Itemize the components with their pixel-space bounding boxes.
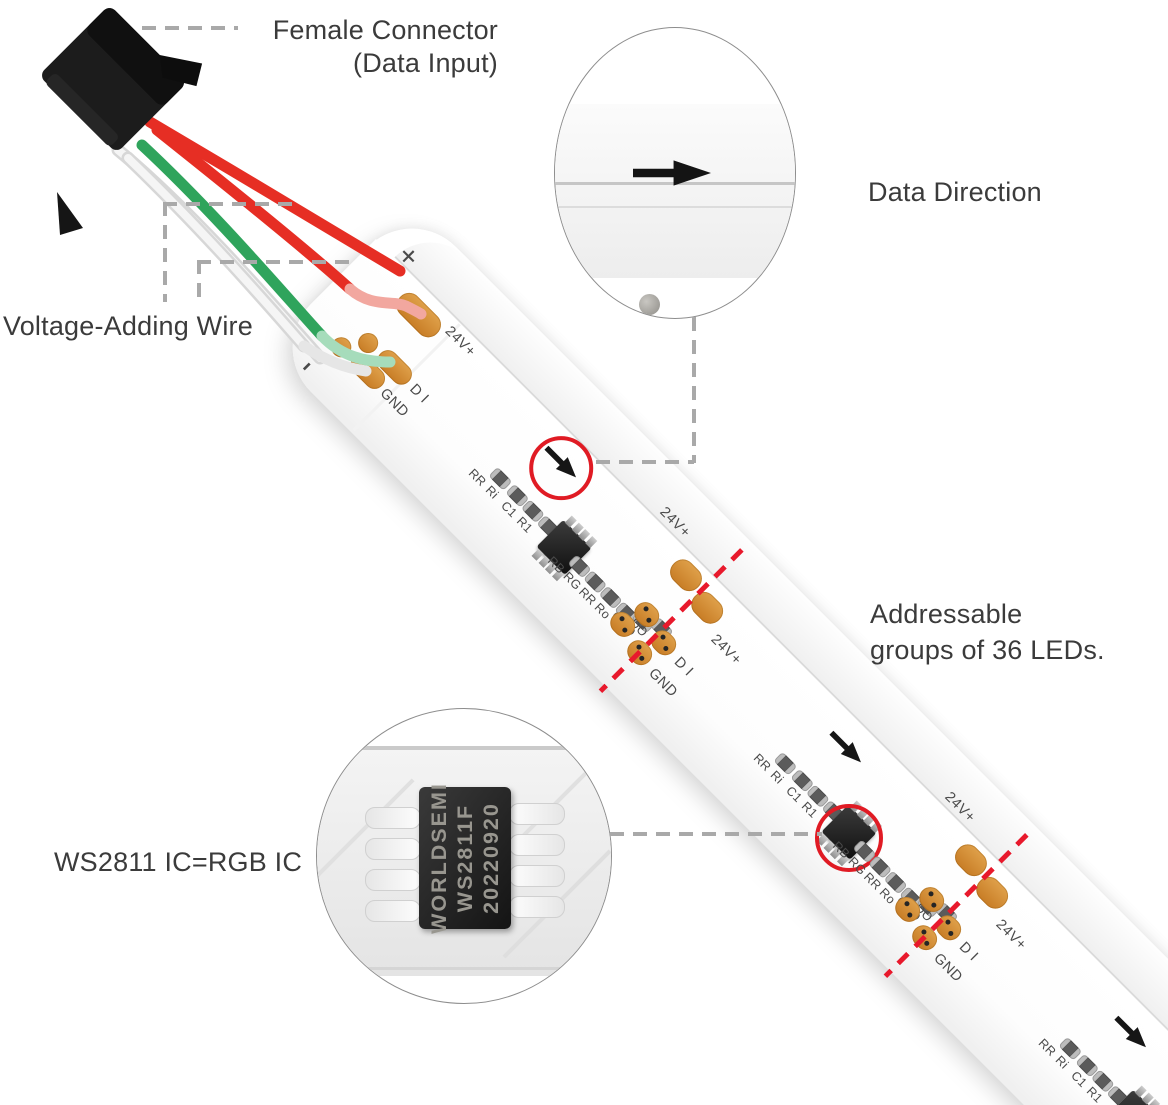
chip-marking: WORLDSEMI WS2811F 20220920 [426,782,504,934]
magnified-strip-seam [317,746,611,750]
chip-pin [509,834,565,856]
female-connector-line2: (Data Input) [353,48,498,78]
data-direction-label: Data Direction [868,177,1042,207]
chip-pin [365,838,421,860]
addressable-line1: Addressable [870,599,1023,629]
chip-marking-line: WS2811F [453,803,477,913]
dashed-line-data-direction-vertical [692,317,696,463]
ws2811-chip-body [419,787,511,929]
magnifier-ws2811-chip: WORLDSEMI WS2811F 20220920 [316,708,612,1004]
chip-pin [365,900,421,922]
magnified-strip-band [555,104,795,278]
connector-hook [57,192,83,235]
female-connector [42,8,203,150]
chip-marking-line: WORLDSEMI [427,782,451,934]
magnified-strip-line [317,967,611,970]
red-voltage-wire [144,116,406,277]
addressable-line2: groups of 36 LEDs. [870,635,1105,665]
dashed-bracket-outer-v [163,202,167,302]
magnifier-data-direction [554,27,796,319]
chip-pin [365,869,421,891]
female-connector-line1: Female Connector [272,15,498,45]
red-power-wire [151,124,356,295]
ground-wire-under-silicone [298,340,372,377]
addressable-label: Addressable groups of 36 LEDs. [870,596,1105,668]
dashed-line-chip [610,832,822,836]
dashed-bracket-inner-h [197,260,357,264]
dashed-line-data-direction-horizontal [596,460,694,464]
chip-pin [509,865,565,887]
red-wire-under-silicone [344,283,427,320]
green-data-wire [136,139,328,342]
dashed-bracket-outer-h [163,202,299,206]
dashed-bracket-inner-v [197,260,201,304]
solder-dot [639,294,660,315]
chip-pin [365,807,421,829]
ground-wire [124,154,308,350]
magnified-strip-line [555,206,795,208]
chip-pin [509,803,565,825]
chip-marking-line: 20220920 [479,802,503,914]
female-connector-label: Female Connector (Data Input) [240,14,498,80]
voltage-adding-wire-label: Voltage-Adding Wire [3,311,253,341]
ws2811-ic-label: WS2811 IC=RGB IC [54,847,303,877]
chip-pin [509,896,565,918]
connector-latch [159,54,203,87]
dashed-line-connector [142,26,238,30]
green-wire-under-silicone [316,330,396,368]
